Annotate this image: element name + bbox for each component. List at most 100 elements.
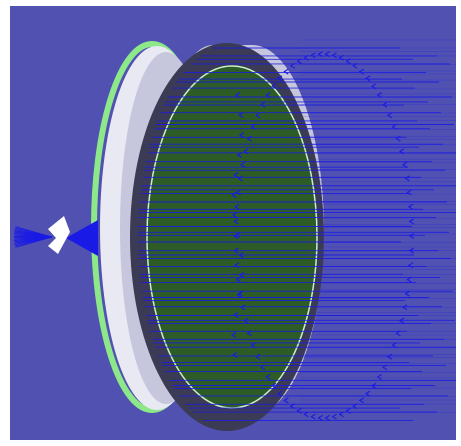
ray-arrowhead [404, 175, 410, 182]
ray-arrowhead [233, 218, 239, 225]
ray-arrowhead [255, 353, 261, 360]
ray-arrowhead [358, 68, 364, 75]
ray-arrowhead [401, 304, 408, 311]
ray-arrowhead [237, 290, 243, 297]
ray-arrowhead [303, 54, 309, 61]
ray-arrowhead [352, 62, 358, 69]
ray-arrowhead [364, 75, 371, 82]
ray-arrowhead [395, 135, 401, 142]
ray-arrowhead [338, 411, 344, 418]
ray-arrowhead [259, 364, 266, 371]
ray-arrowhead [289, 62, 296, 69]
ray-arrowhead [338, 54, 344, 61]
ray-arrowhead [303, 411, 309, 418]
source-ray [15, 226, 53, 238]
ray-arrowhead [233, 312, 239, 318]
ray-arrowhead [255, 112, 261, 119]
ray-arrowhead [233, 247, 239, 254]
ray-arrowhead [233, 172, 239, 178]
ray-arrowhead [246, 135, 252, 142]
ray-arrowhead [386, 353, 393, 360]
ray-arrowhead [236, 292, 242, 298]
ray-arrowhead [331, 413, 337, 420]
ray-arrowhead [231, 352, 238, 358]
ray-arrowhead [296, 407, 302, 414]
ray-arrowhead [289, 403, 296, 410]
ray-arrowhead [259, 101, 266, 108]
ray-arrowhead [265, 92, 271, 98]
source-emitter-icon [48, 216, 70, 254]
ray-arrowhead [231, 192, 237, 198]
ray-arrowhead [317, 414, 323, 421]
ray-arrowhead [395, 330, 401, 337]
ray-arrowhead [317, 51, 323, 58]
ray-arrowhead [352, 403, 358, 410]
ray-arrowhead [239, 161, 246, 168]
ray-arrowhead [234, 203, 240, 210]
ray-arrowhead [238, 252, 244, 258]
ray-arrowhead [408, 247, 414, 254]
ray-arrowhead [235, 232, 241, 238]
ray-arrowhead [408, 218, 414, 225]
ray-arrowhead [386, 112, 393, 119]
ray-arrowhead [310, 52, 316, 59]
ray-arrowhead [381, 364, 388, 371]
ray-arrowhead [408, 233, 415, 239]
ray-arrowhead [238, 132, 245, 138]
ray-arrowhead [243, 148, 249, 155]
ray-arrowhead [345, 407, 351, 414]
ray-arrowhead [376, 374, 382, 380]
ray-arrowhead [270, 382, 277, 389]
mirror-surface [147, 66, 317, 408]
ray-arrowhead [324, 414, 330, 421]
ray-arrowhead [331, 52, 337, 59]
ray-arrowhead [235, 276, 241, 283]
ray-arrowhead [358, 397, 364, 404]
ray-arrowhead [238, 272, 245, 278]
ray-arrowhead [234, 92, 241, 98]
ray-arrowhead [237, 175, 243, 182]
ray-arrowhead [406, 189, 412, 196]
frame-border-right [456, 0, 461, 446]
ray-arrowhead [370, 382, 377, 389]
ray-arrowhead [231, 332, 237, 338]
ray-arrowhead [238, 112, 244, 118]
ray-arrowhead [270, 83, 277, 90]
ray-arrowhead [376, 92, 382, 98]
ray-arrowhead [283, 68, 289, 75]
ray-arrowhead [234, 262, 240, 269]
ray-arrowhead [276, 390, 283, 397]
ray-arrowhead [381, 101, 388, 108]
ray-arrowhead [407, 203, 414, 210]
ray-arrowhead [391, 123, 397, 130]
ray-arrowhead [296, 58, 302, 65]
ray-arrowhead [235, 189, 241, 196]
ray-arrowheads [231, 51, 415, 421]
ray-arrowhead [398, 317, 405, 324]
ray-arrowhead [239, 304, 246, 311]
ray-arrowhead [404, 290, 410, 297]
frame-border-left [0, 0, 10, 446]
frame-border-top [0, 0, 461, 6]
ray-arrowhead [250, 123, 256, 130]
light-source [13, 216, 98, 256]
ray-arrowhead [370, 83, 377, 90]
ray-arrowhead [324, 51, 330, 58]
ray-arrowhead [250, 342, 256, 349]
ray-arrowhead [407, 262, 414, 269]
ray-arrowhead [406, 276, 412, 283]
ray-arrowhead [236, 152, 242, 158]
ray-arrowhead [243, 317, 249, 324]
ray-arrowhead [401, 161, 408, 168]
ray-arrowhead [276, 75, 283, 82]
ray-arrowhead [246, 330, 252, 337]
frame-border-bottom [0, 440, 461, 446]
ray-arrowhead [283, 397, 289, 404]
ray-arrowhead [231, 212, 238, 218]
ray-arrowhead [364, 390, 371, 397]
source-cone-icon [66, 220, 98, 256]
ray-arrowhead [391, 342, 397, 349]
ray-arrowhead [310, 413, 316, 420]
